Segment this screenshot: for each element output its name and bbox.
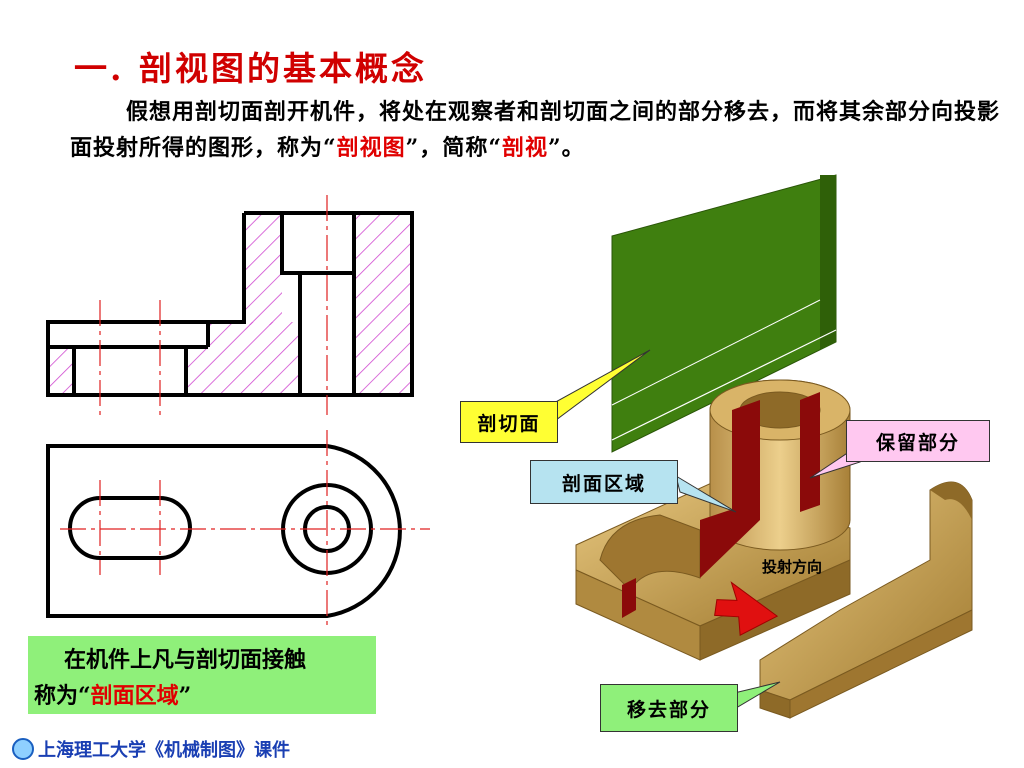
front-view-centerlines — [99, 195, 328, 415]
hatch-middle — [186, 322, 300, 395]
hatch-right-wall — [354, 213, 412, 395]
callout-section-region: 剖面区域 — [530, 460, 678, 504]
intro-text-2: ”，简称“ — [405, 135, 502, 161]
footer-text: 上海理工大学《机械制图》课件 — [38, 740, 290, 761]
removed-part-curve — [930, 482, 972, 520]
intro-paragraph: 假想用剖切面剖开机件，将处在观察者和剖切面之间的部分移去，而将其余部分向投影面投… — [70, 94, 1000, 166]
note-prefix: 称为“ — [34, 683, 91, 709]
removed-part-side — [789, 609, 973, 719]
kept-part-base-side — [699, 559, 851, 661]
sectional-front-view — [46, 195, 414, 415]
cutting-plane-line — [611, 329, 837, 441]
page-title: 一. 剖视图的基本概念 — [74, 49, 427, 88]
top-view-outline — [46, 444, 402, 618]
cutting-plane-line2 — [611, 299, 821, 406]
term-section-view: 剖视图 — [336, 135, 406, 161]
top-view — [46, 430, 430, 630]
term-section: 剖视 — [501, 135, 548, 161]
note-term: 剖面区域 — [90, 683, 179, 709]
note-suffix: ” — [178, 683, 192, 709]
front-view-outline — [46, 211, 414, 397]
cutting-plane-edge — [820, 175, 836, 350]
note-box: 在机件上凡与剖切面接触 称为“剖面区域” — [28, 636, 376, 714]
pointer-section-region — [675, 474, 737, 513]
callout-kept-part: 保留部分 — [846, 420, 990, 462]
intro-text-1: 假想用剖切面剖开机件，将处在观察者和剖切面之间的部分移去，而将其余部分向投影面投… — [70, 99, 1001, 161]
callout-cutting-plane: 剖切面 — [460, 401, 558, 443]
section-face-end — [622, 578, 636, 618]
section-face-base — [700, 500, 760, 578]
note-line1: 在机件上凡与剖切面接触 — [64, 647, 307, 673]
callout-removed-part: 移去部分 — [600, 684, 738, 732]
intro-text-3: ”。 — [548, 135, 585, 161]
university-seal-icon — [12, 738, 34, 760]
projection-arrow — [714, 581, 779, 636]
hatch-left-end — [48, 347, 74, 395]
iso-illustration — [551, 174, 973, 719]
section-face-wall-right — [800, 392, 820, 512]
footer: 上海理工大学《机械制图》课件 — [12, 736, 290, 762]
section-face-wall-left — [732, 400, 760, 530]
hatch-left-wall — [244, 213, 282, 325]
projection-direction-label: 投射方向 — [762, 558, 823, 576]
top-view-centerlines — [60, 430, 430, 630]
